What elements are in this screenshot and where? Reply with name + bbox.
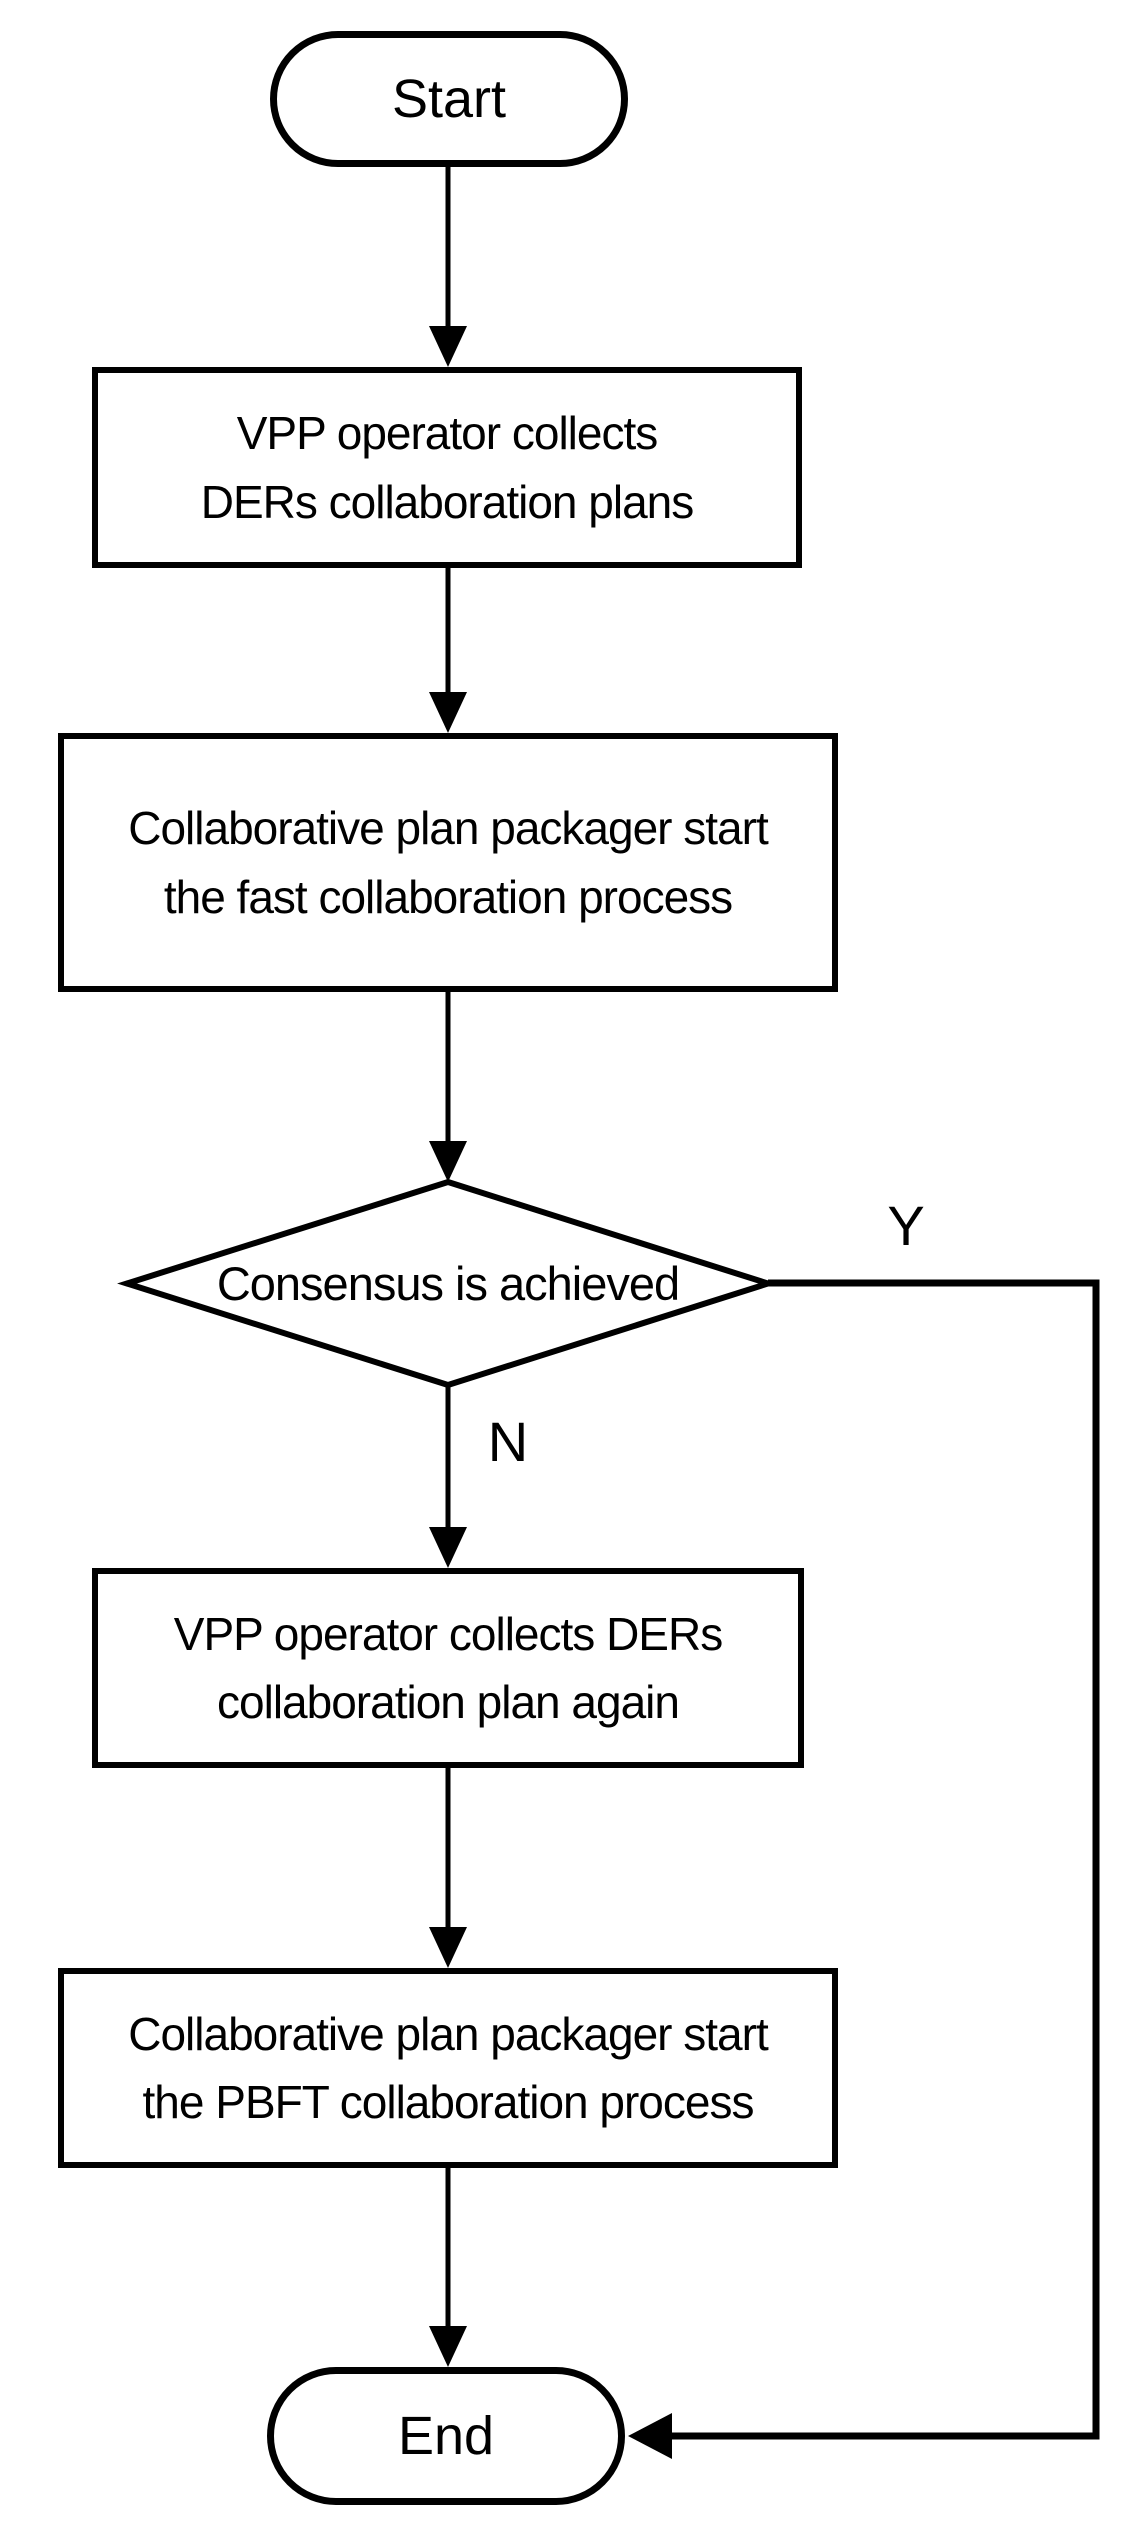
process-collect-plans: VPP operator collects DERs collaboration… (92, 367, 802, 568)
decision-diamond-shape (117, 1178, 778, 1389)
terminator-start-label: Start (391, 69, 507, 129)
decision-consensus-label: Consensus is achieved (216, 1256, 680, 1310)
process-pbft-collaboration-line2: the PBFT collaboration process (142, 2076, 755, 2128)
process-collect-again-line2: collaboration plan again (217, 1676, 680, 1728)
process-collect-again-line1: VPP operator collects DERs (173, 1607, 723, 1660)
label-yes-text: Y (887, 1193, 925, 1257)
terminator-end: End (267, 2367, 625, 2505)
arrowhead-left-icon (628, 2413, 672, 2459)
label-no-branch: N (458, 1408, 558, 1474)
arrowhead-down-icon (429, 692, 467, 733)
decision-consensus: Consensus is achieved (148, 1233, 748, 1333)
process-collect-plans-line2: DERs collaboration plans (200, 475, 694, 528)
arrowhead-down-icon (429, 326, 467, 367)
process-pbft-collaboration-line1: Collaborative plan packager start (128, 2007, 768, 2060)
arrowhead-down-icon (429, 1141, 467, 1182)
edge-decision-yes-to-end (672, 1279, 1100, 2440)
arrowhead-down-icon (429, 1527, 467, 1568)
arrowhead-down-icon (429, 1927, 467, 1968)
process-fast-collaboration-line2: the fast collaboration process (163, 870, 733, 923)
label-no-text: N (487, 1409, 529, 1473)
terminator-start: Start (270, 31, 628, 167)
terminator-end-label: End (397, 2406, 495, 2466)
process-collect-plans-line1: VPP operator collects (236, 407, 658, 460)
process-fast-collaboration-line1: Collaborative plan packager start (128, 802, 768, 855)
process-collect-again: VPP operator collects DERs collaboration… (92, 1568, 804, 1768)
label-yes-branch: Y (856, 1192, 956, 1258)
process-fast-collaboration: Collaborative plan packager start the fa… (58, 733, 838, 992)
process-pbft-collaboration: Collaborative plan packager start the PB… (58, 1968, 838, 2168)
arrowhead-down-icon (429, 2326, 467, 2367)
